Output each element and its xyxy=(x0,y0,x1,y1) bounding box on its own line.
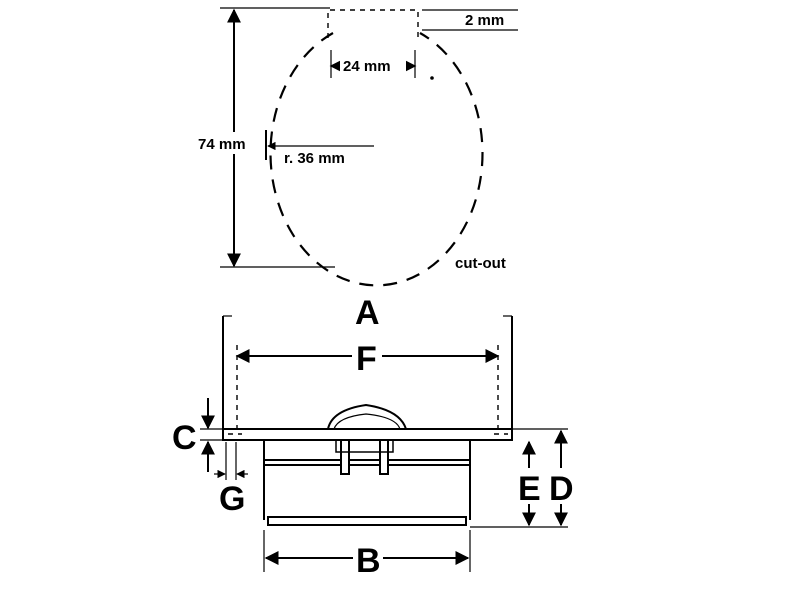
notch-depth-label: 2 mm xyxy=(465,12,504,29)
speaker-terminals xyxy=(335,439,394,475)
label-a: A xyxy=(355,294,380,332)
speaker-dome xyxy=(327,403,407,430)
cutout-caption: cut-out xyxy=(455,255,506,272)
label-d: D xyxy=(549,470,574,508)
profile-view: A F C xyxy=(172,294,574,580)
cutout-outline xyxy=(269,32,484,287)
cutout-view: 74 mm 24 mm 2 mm r. 36 mm cut-out xyxy=(196,7,518,287)
label-b: B xyxy=(356,542,381,580)
label-g: G xyxy=(219,480,245,518)
notch-width-label: 24 mm xyxy=(343,58,391,75)
height-label: 74 mm xyxy=(198,136,246,153)
radius-label: r. 36 mm xyxy=(284,150,345,167)
label-e: E xyxy=(518,470,541,508)
cutout-notch xyxy=(327,9,419,38)
label-c: C xyxy=(172,419,197,457)
speaker-base xyxy=(267,516,467,526)
speaker-flange xyxy=(222,428,513,441)
label-f: F xyxy=(356,340,377,378)
